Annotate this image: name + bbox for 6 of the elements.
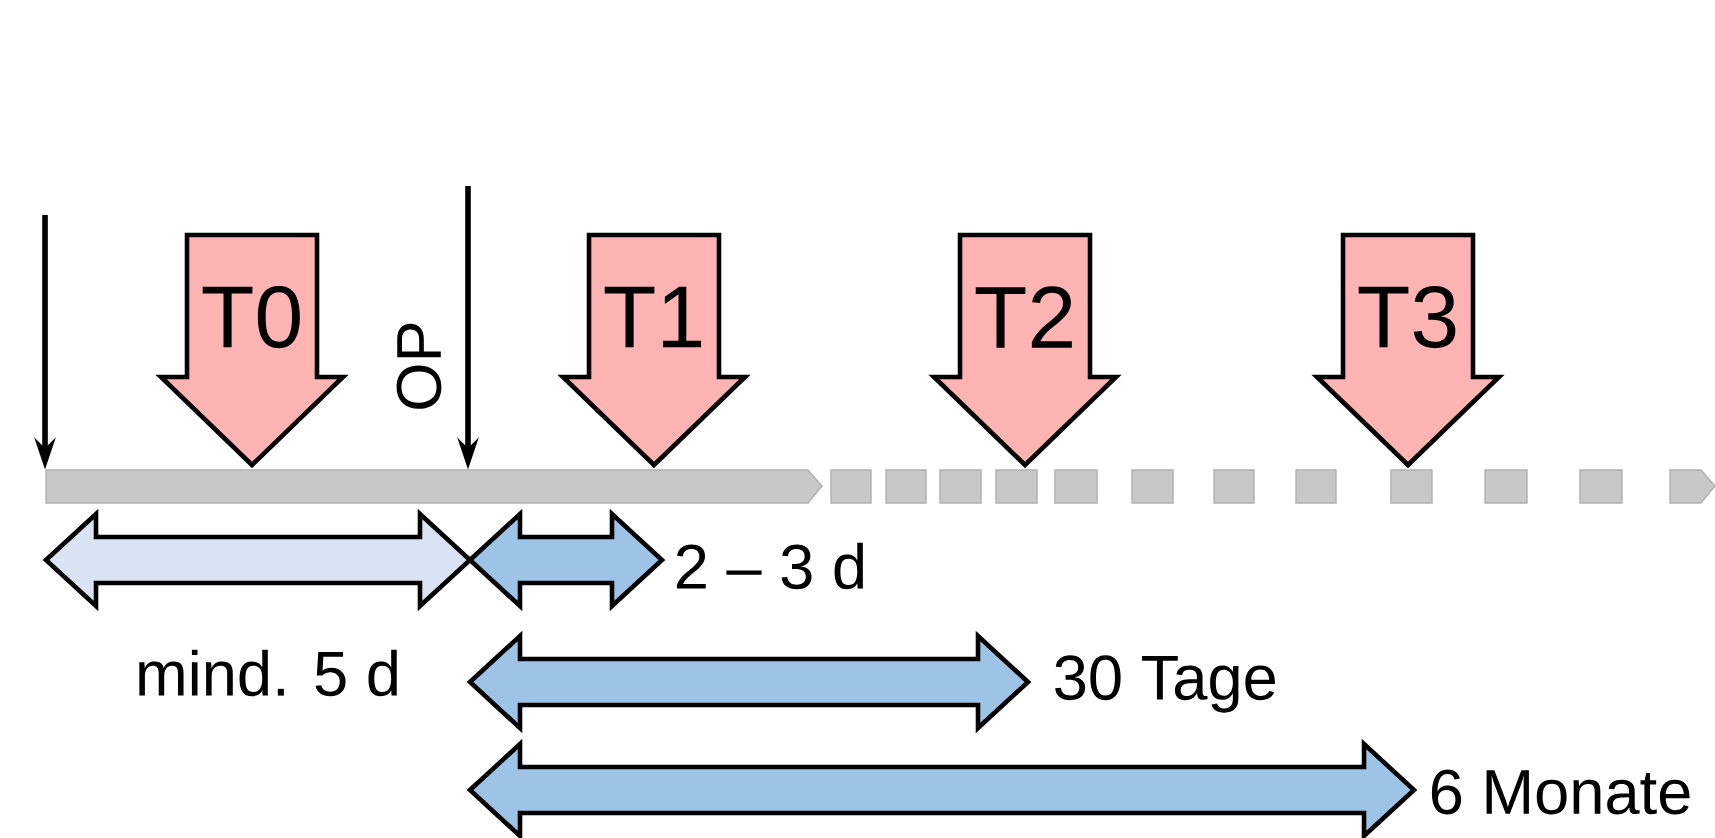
timeline-bar (45, 469, 823, 504)
duration-label: 6 Monate (1431, 769, 1690, 815)
duration-label: 2 – 3 d (676, 542, 863, 590)
edge-label: OP (393, 316, 445, 416)
duration-label: 30 Tage (1055, 655, 1275, 713)
duration-label: mind. 5 d (139, 649, 397, 697)
